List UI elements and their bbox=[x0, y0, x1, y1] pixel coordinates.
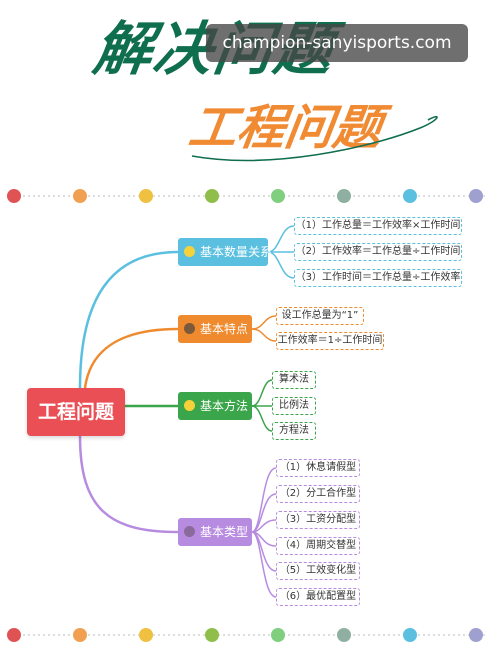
decor-dot bbox=[271, 189, 285, 203]
leaf-type-optimal-allocation[interactable]: （6）最优配置型 bbox=[276, 588, 360, 606]
branch-node-features[interactable]: 基本特点 bbox=[178, 315, 252, 343]
leaf-type-wage-distribution[interactable]: （3）工资分配型 bbox=[276, 511, 360, 529]
branch-label: 基本数量关系 bbox=[200, 245, 273, 259]
leaf-ratio-method[interactable]: 比例法 bbox=[272, 397, 316, 415]
branch-node-types[interactable]: 基本类型 bbox=[178, 518, 252, 546]
branch-label: 基本类型 bbox=[200, 525, 249, 539]
branch-node-quantity-relations[interactable]: 基本数量关系 bbox=[178, 238, 272, 266]
leaf-type-efficiency-change[interactable]: （5）工效变化型 bbox=[276, 562, 360, 580]
swoosh-decoration bbox=[191, 115, 438, 162]
decor-dot bbox=[403, 628, 417, 642]
decor-dot bbox=[205, 628, 219, 642]
root-node[interactable]: 工程问题 bbox=[27, 388, 125, 436]
decor-dot bbox=[403, 189, 417, 203]
leaf-assume-total-one[interactable]: 设工作总量为“1” bbox=[276, 307, 364, 325]
leaf-formula-efficiency[interactable]: （2）工作效率＝工作总量÷工作时间 bbox=[294, 243, 462, 261]
pencil-icon bbox=[184, 526, 195, 537]
brick-icon bbox=[184, 323, 195, 334]
leaf-type-cooperation[interactable]: （2）分工合作型 bbox=[276, 485, 360, 503]
decor-dot bbox=[7, 189, 21, 203]
bulb-icon bbox=[184, 400, 195, 411]
bottom-dot-row bbox=[7, 628, 485, 642]
branch-label: 基本特点 bbox=[200, 322, 249, 336]
leaf-efficiency-reciprocal[interactable]: 工作效率＝1÷工作时间 bbox=[276, 332, 384, 350]
bulb-icon bbox=[184, 246, 195, 257]
decor-dot bbox=[337, 628, 351, 642]
decor-dot bbox=[271, 628, 285, 642]
leaf-formula-total[interactable]: （1）工作总量＝工作效率×工作时间 bbox=[294, 217, 462, 235]
watermark-banner[interactable]: champion-sanyisports.com bbox=[206, 24, 468, 62]
decor-dot bbox=[469, 628, 483, 642]
decor-dot bbox=[469, 189, 483, 203]
decor-dot bbox=[205, 189, 219, 203]
decor-dot bbox=[337, 189, 351, 203]
branch-node-methods[interactable]: 基本方法 bbox=[178, 392, 252, 420]
decor-dot bbox=[73, 189, 87, 203]
branch-label: 基本方法 bbox=[200, 399, 249, 413]
decor-dot bbox=[73, 628, 87, 642]
leaf-type-periodic-alternation[interactable]: （4）周期交替型 bbox=[276, 537, 360, 555]
leaf-equation-method[interactable]: 方程法 bbox=[272, 422, 316, 440]
leaf-type-rest-leave[interactable]: （1）休息请假型 bbox=[276, 459, 360, 477]
decor-dot bbox=[139, 628, 153, 642]
decor-dot bbox=[139, 189, 153, 203]
decor-dot bbox=[7, 628, 21, 642]
leaf-arithmetic-method[interactable]: 算术法 bbox=[272, 371, 316, 389]
top-dot-row bbox=[7, 189, 485, 203]
leaf-formula-time[interactable]: （3）工作时间＝工作总量÷工作效率 bbox=[294, 269, 462, 287]
